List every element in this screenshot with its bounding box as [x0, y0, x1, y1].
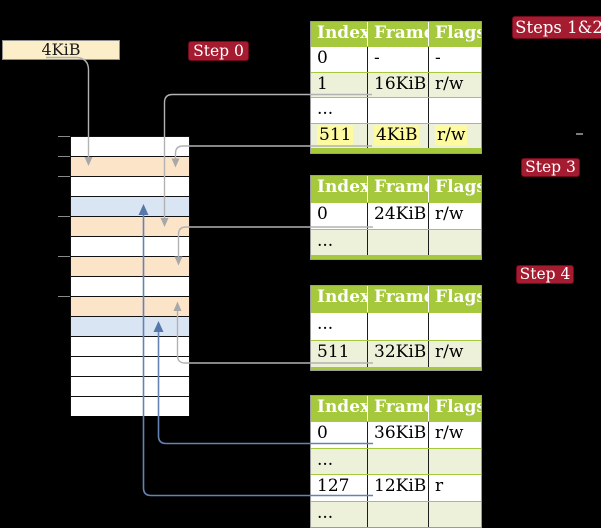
column-header-flags: Flags — [428, 22, 481, 46]
table-cell: r — [428, 475, 481, 501]
memory-frame-row-7 — [71, 276, 189, 296]
column-header-frame: Frame — [367, 22, 428, 46]
table-row: 0 -- — [311, 46, 481, 72]
table-header-row: IndexFrameFlags — [311, 286, 481, 312]
column-header-flags: Flags — [428, 176, 481, 202]
memory-frame-row-5 — [71, 236, 189, 256]
memory-frame-row-3 — [71, 196, 189, 216]
table-cell: ... — [317, 314, 334, 334]
table-cell: 1 — [317, 73, 328, 94]
table-row: ... — [311, 312, 481, 340]
page-table-final: IndexFrameFlags036KiBr/w...12712KiBr... — [310, 395, 482, 528]
column-header-frame: Frame — [367, 176, 428, 202]
table-cell — [367, 313, 428, 340]
steps-1-2-label: Steps 1&2 — [512, 16, 601, 39]
memory-frame-row-2 — [71, 176, 189, 196]
column-header-index: Index — [317, 397, 367, 417]
table-cell: 36KiB — [367, 422, 428, 448]
table-header-row: IndexFrameFlags — [311, 396, 481, 421]
table-cell: 32KiB — [367, 340, 428, 367]
table-cell: 24KiB — [367, 203, 428, 229]
table-cell: ... — [317, 449, 334, 470]
memory-frame-row-8 — [71, 296, 189, 316]
column-header-frame: Frame — [367, 286, 428, 312]
table-cell: 4KiB — [367, 123, 428, 148]
frame-size-label: 4KiB — [2, 40, 120, 60]
memory-frame-row-4 — [71, 216, 189, 236]
memory-tick-marks — [58, 136, 70, 297]
table-cell: ... — [317, 502, 334, 523]
page-table-step-3: IndexFrameFlags024KiBr/w... — [310, 175, 482, 260]
table-cell — [428, 448, 481, 474]
memory-frame-row-11 — [71, 356, 189, 376]
memory-frame-row-9 — [71, 316, 189, 336]
table-cell: 0 — [317, 204, 328, 224]
table-row: ... — [311, 500, 481, 527]
column-header-flags: Flags — [428, 396, 481, 421]
table-cell — [367, 448, 428, 474]
table-cell: ... — [317, 230, 334, 251]
column-header-index: Index — [317, 287, 367, 307]
table-cell: 511 — [317, 341, 350, 362]
table-row: ... — [311, 97, 481, 123]
table-cell: 0 — [317, 423, 328, 443]
table-cell — [367, 98, 428, 123]
table-cell: 511 — [317, 124, 354, 145]
table-row: ... — [311, 447, 481, 474]
memory-frame-row-6 — [71, 256, 189, 276]
table-cell — [428, 313, 481, 340]
table-cell: r/w — [428, 340, 481, 367]
physical-memory-column — [70, 136, 190, 416]
table-cell: 127 — [317, 476, 350, 496]
table-cell — [428, 501, 481, 527]
memory-frame-row-1 — [71, 156, 189, 176]
table-cell: 16KiB — [367, 72, 428, 97]
memory-frame-row-13 — [71, 396, 189, 416]
table-cell — [428, 229, 481, 255]
column-header-frame: Frame — [367, 396, 428, 421]
table-header-row: IndexFrameFlags — [311, 22, 481, 46]
table-row: ... — [311, 228, 481, 255]
table-header-row: IndexFrameFlags — [311, 176, 481, 202]
table-cell: r/w — [428, 72, 481, 97]
memory-frame-row-10 — [71, 336, 189, 356]
step-4-label: Step 4 — [516, 265, 574, 284]
step-0-label: Step 0 — [188, 41, 249, 61]
table-cell — [428, 98, 481, 123]
memory-frame-row-12 — [71, 376, 189, 396]
table-cell: r/w — [428, 123, 481, 148]
table-cell: ... — [317, 99, 334, 119]
table-cell: - — [428, 47, 481, 72]
table-cell — [367, 501, 428, 527]
column-header-index: Index — [317, 23, 367, 43]
table-cell: 0 — [317, 48, 328, 68]
step-3-label: Step 3 — [521, 158, 580, 177]
table-cell: r/w — [428, 422, 481, 448]
column-header-flags: Flags — [428, 286, 481, 312]
table-cell: r/w — [428, 203, 481, 229]
table-cell — [367, 229, 428, 255]
table-cell: 12KiB — [367, 475, 428, 501]
column-header-index: Index — [317, 177, 367, 197]
table-cell: - — [367, 47, 428, 72]
memory-frame-row-0 — [71, 137, 189, 156]
